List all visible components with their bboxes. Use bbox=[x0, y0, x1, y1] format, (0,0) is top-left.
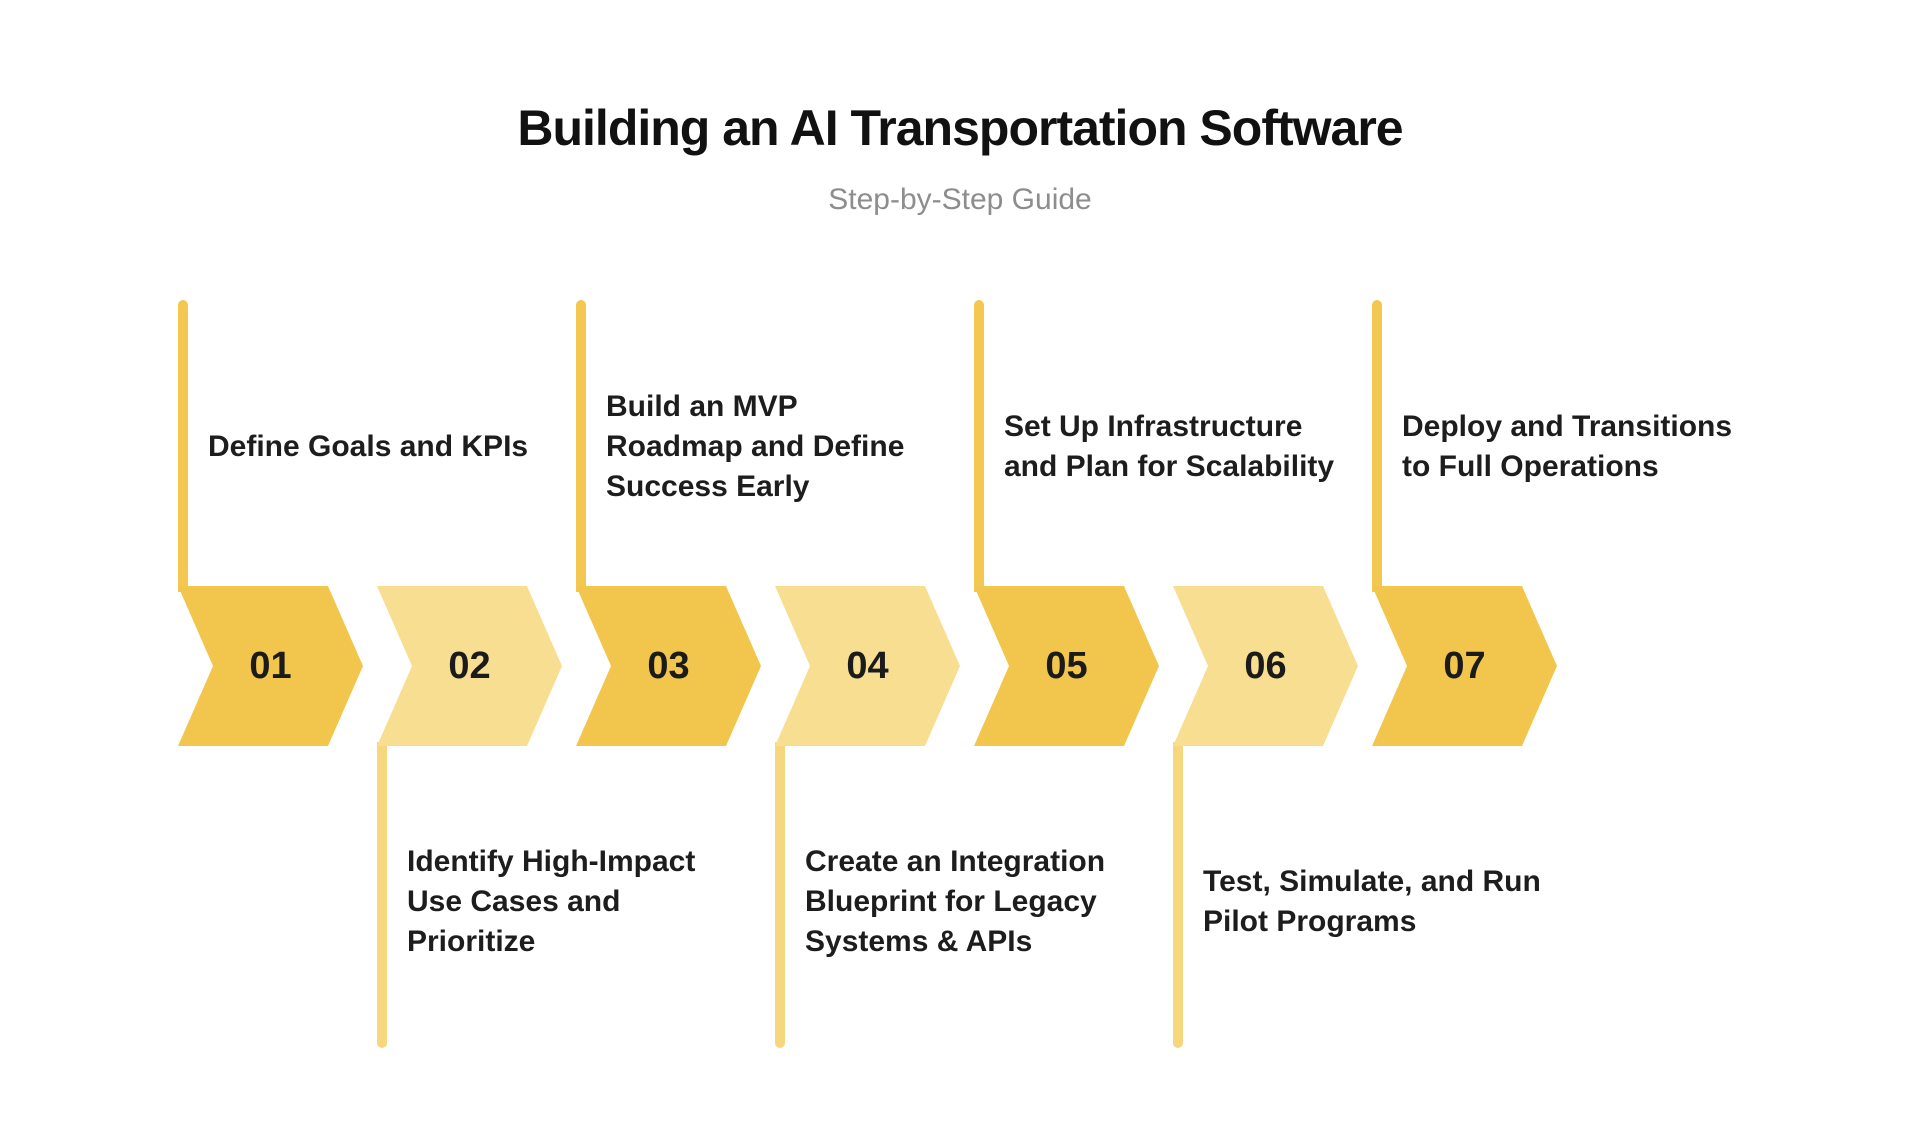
step-03-label: Build an MVP Roadmap and Define Success … bbox=[606, 390, 905, 503]
step-06-connector-line bbox=[1173, 742, 1183, 1048]
step-07-connector-line bbox=[1372, 300, 1382, 592]
step-04-label: Create an Integration Blueprint for Lega… bbox=[805, 845, 1106, 958]
step-02-number: 02 bbox=[448, 644, 491, 687]
step-03-number: 03 bbox=[647, 644, 690, 687]
step-06-label: Test, Simulate, and Run Pilot Programs bbox=[1203, 865, 1541, 938]
chevron-02-shape bbox=[377, 586, 562, 746]
chevron-05-polygon bbox=[974, 586, 1159, 746]
chevron-04-shape bbox=[775, 586, 960, 746]
chevron-06-shape bbox=[1173, 586, 1358, 746]
chevron-05-shape bbox=[974, 586, 1159, 746]
chevron-01-polygon bbox=[178, 586, 363, 746]
step-07-label: Deploy and Transitions to Full Operation… bbox=[1402, 410, 1733, 483]
chevron-03-shape bbox=[576, 586, 761, 746]
step-06-number: 06 bbox=[1244, 644, 1287, 687]
step-02-connector-line bbox=[377, 742, 387, 1048]
chevron-07-polygon bbox=[1372, 586, 1557, 746]
step-04-connector-line bbox=[775, 742, 785, 1048]
chevron-06-polygon bbox=[1173, 586, 1358, 746]
step-05-label: Set Up Infrastructure and Plan for Scala… bbox=[1004, 410, 1335, 483]
step-01-number: 01 bbox=[249, 644, 292, 687]
chevron-04-polygon bbox=[775, 586, 960, 746]
step-03-connector-line bbox=[576, 300, 586, 592]
chevron-07-shape bbox=[1372, 586, 1557, 746]
page-subtitle: Step-by-Step Guide bbox=[828, 183, 1092, 216]
chevron-01-shape bbox=[178, 586, 363, 746]
chevron-02-polygon bbox=[377, 586, 562, 746]
page-title: Building an AI Transportation Software bbox=[517, 100, 1403, 156]
step-01-connector-line bbox=[178, 300, 188, 592]
chevron-03-polygon bbox=[576, 586, 761, 746]
step-05-number: 05 bbox=[1045, 644, 1088, 687]
step-05-connector-line bbox=[974, 300, 984, 592]
step-02-label: Identify High-Impact Use Cases and Prior… bbox=[407, 845, 696, 958]
step-07-number: 07 bbox=[1443, 644, 1486, 687]
step-01-label: Define Goals and KPIs bbox=[208, 430, 529, 463]
step-04-number: 04 bbox=[846, 644, 889, 687]
